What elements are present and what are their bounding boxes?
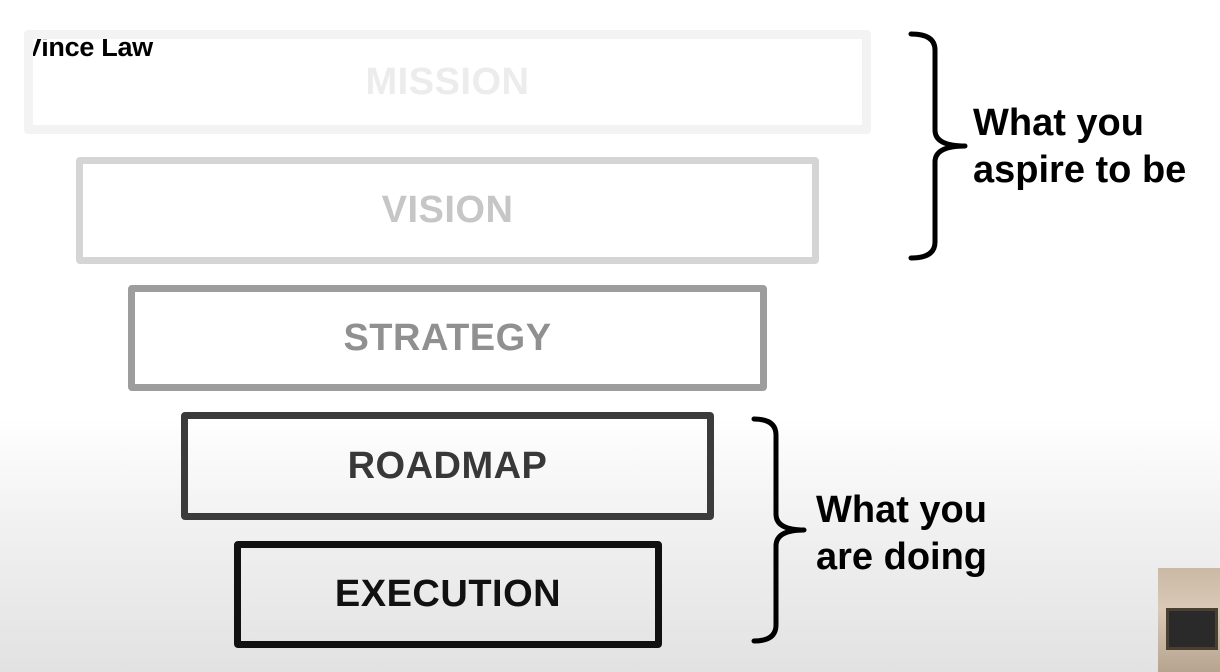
level-execution-label: EXECUTION	[334, 573, 562, 615]
tv-image	[1166, 608, 1218, 650]
level-roadmap: ROADMAP	[181, 412, 714, 520]
aspire-brace	[908, 31, 968, 261]
level-vision-label: VISION	[381, 189, 514, 231]
aspire-label-line2: aspire to be	[973, 149, 1187, 191]
level-vision: VISION	[76, 157, 819, 264]
level-execution: EXECUTION	[234, 541, 662, 648]
doing-label: What you are doing	[816, 487, 987, 581]
level-strategy: STRATEGY	[128, 285, 767, 391]
doing-label-line1: What you	[816, 489, 987, 531]
webcam-thumbnail	[1158, 568, 1220, 672]
level-mission-label: MISSION	[365, 60, 530, 103]
aspire-label: What you aspire to be	[973, 100, 1186, 194]
aspire-label-line1: What you	[973, 102, 1144, 144]
doing-brace	[751, 416, 807, 644]
level-mission: MISSION	[24, 30, 871, 134]
level-roadmap-label: ROADMAP	[347, 444, 548, 487]
doing-label-line2: are doing	[816, 536, 988, 578]
level-strategy-label: STRATEGY	[343, 316, 552, 359]
